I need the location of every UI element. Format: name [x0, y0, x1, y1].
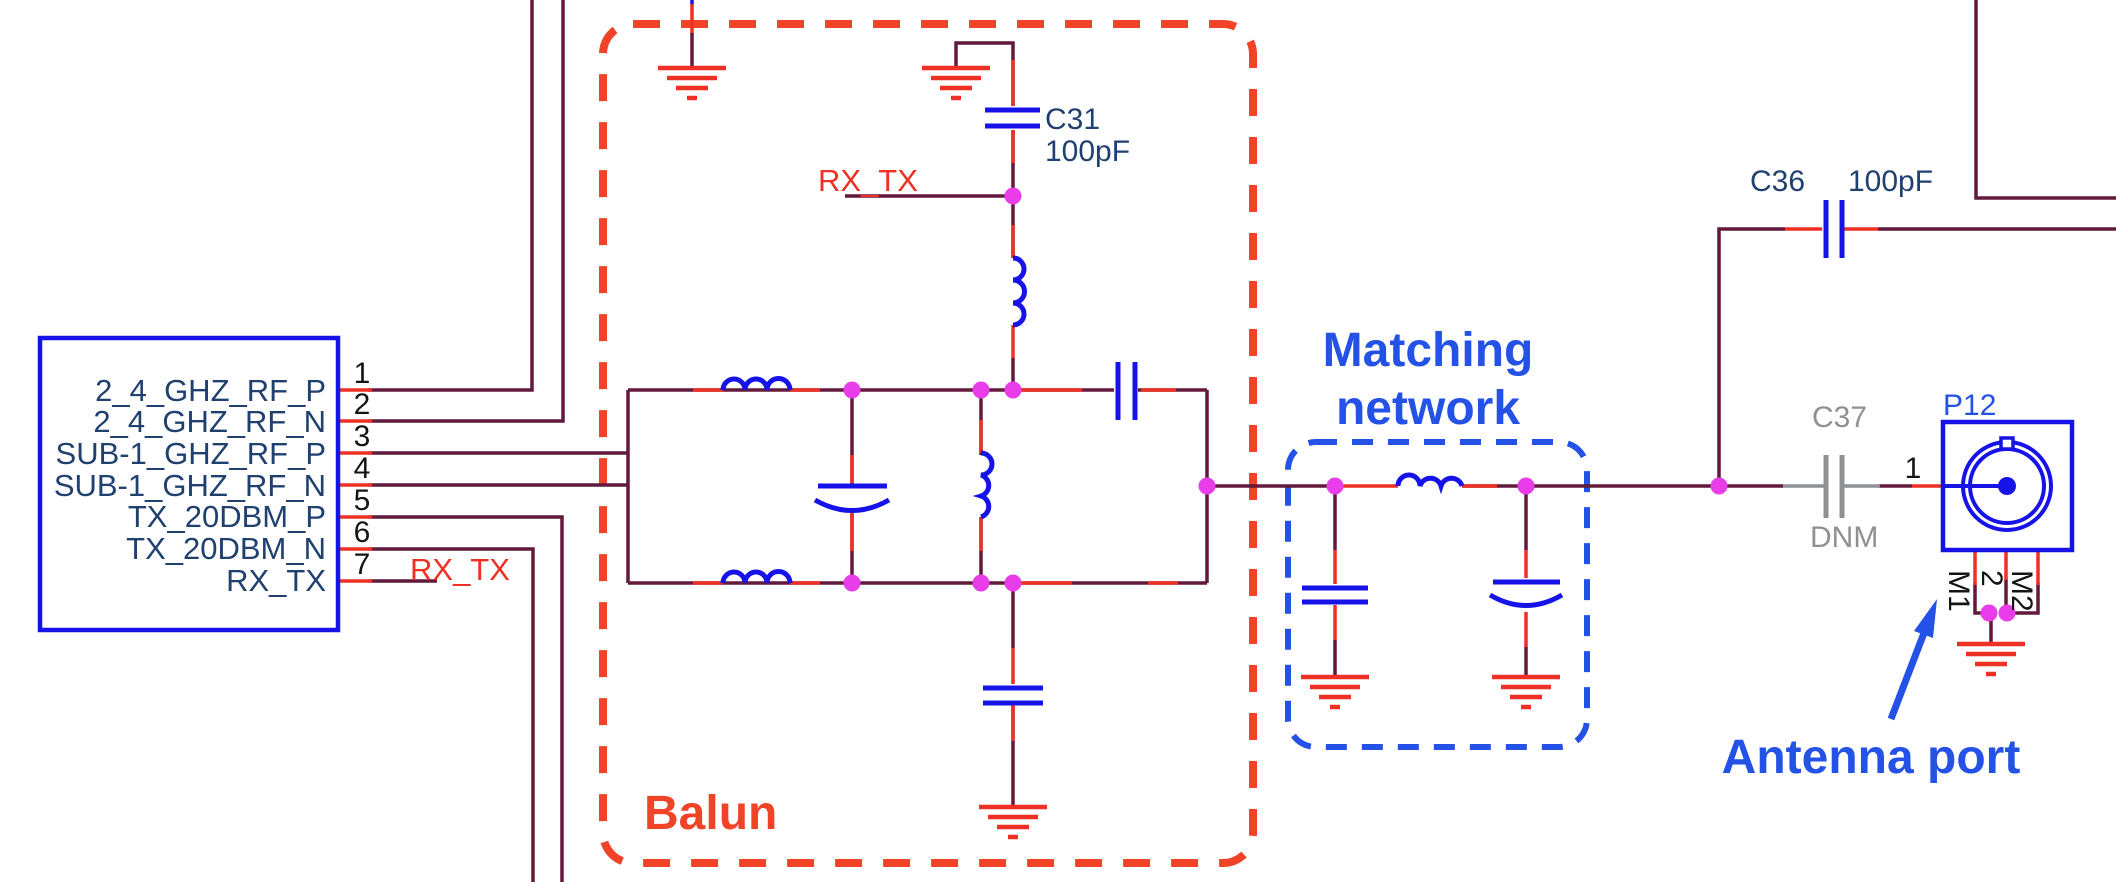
- ic-pin-number-5: 5: [354, 484, 371, 517]
- ic-pin-number-6: 6: [354, 516, 371, 549]
- ic-pin-number-4: 4: [354, 452, 371, 485]
- coax-center-pin-icon: [1998, 477, 2016, 495]
- ground-c31-icon: [922, 68, 990, 98]
- p12-pad-2-label: 2: [1975, 570, 2008, 587]
- inductor-top-branch: [1012, 255, 1027, 328]
- inductor-balun-top: [720, 376, 793, 391]
- inductor-balun-bottom: [720, 569, 793, 584]
- inductor-matching: [1395, 472, 1465, 495]
- c36-ref-label: C36: [1750, 165, 1805, 198]
- capacitor-matching-left: [1302, 585, 1368, 605]
- capacitor-balun-series: [1115, 362, 1138, 420]
- coax-key-notch-icon: [1999, 436, 2015, 451]
- matching-network-boundary-box: [1285, 439, 1590, 750]
- ic-pin-label-1: 2_4_GHZ_RF_P: [95, 373, 326, 408]
- p12-pad-m1-label: M1: [1942, 570, 1975, 612]
- antenna-port-callout: Antenna port: [1722, 731, 2021, 784]
- ic-pin-label-4: SUB-1_GHZ_RF_N: [54, 468, 326, 503]
- c31-ref-label: C31: [1045, 103, 1100, 136]
- antenna-port-arrow-icon: [1887, 599, 1937, 721]
- ground-balun-topleft-icon: [658, 68, 726, 98]
- ic-pin-number-3: 3: [354, 420, 371, 453]
- ground-balun-bottom-icon: [979, 807, 1047, 837]
- balun-boundary-box: [599, 20, 1257, 867]
- wire-pin6: [368, 547, 535, 882]
- c31-value-label: 100pF: [1045, 135, 1130, 168]
- ic-pin-label-7: RX_TX: [226, 563, 326, 598]
- ic-pin-label-3: SUB-1_GHZ_RF_P: [56, 436, 326, 471]
- capacitor-c37-dnm: [1823, 455, 1845, 518]
- ground-matching-left-icon: [1301, 677, 1369, 707]
- wire-pad-m2: [2010, 583, 2040, 615]
- capacitor-balun-shunt: [813, 483, 891, 513]
- ground-antenna-icon: [1957, 644, 2025, 674]
- ic-pin-number-2: 2: [354, 388, 371, 421]
- ic-pin-number-1: 1: [354, 357, 371, 390]
- p12-pin1-number: 1: [1905, 452, 1922, 485]
- p12-ref-label: P12: [1943, 389, 1996, 422]
- ic-pin-label-2: 2_4_GHZ_RF_N: [93, 404, 326, 439]
- capacitor-c31: [985, 107, 1040, 129]
- c37-ref-label: C37: [1812, 401, 1867, 434]
- terminal-segments: [338, 0, 2040, 741]
- components: [720, 107, 1845, 706]
- junction-dots: [843, 187, 2016, 622]
- matching-network-title-line1: Matching: [1323, 324, 1534, 377]
- ground-matching-right-icon: [1492, 677, 1560, 707]
- wire-pin2: [368, 0, 565, 423]
- wire-pin1: [368, 0, 534, 392]
- balun-title: Balun: [644, 787, 777, 840]
- p12-pad-m2-label: M2: [2005, 570, 2038, 612]
- labels: 2_4_GHZ_RF_P 2_4_GHZ_RF_N SUB-1_GHZ_RF_P…: [54, 103, 2038, 840]
- wire-pin5: [368, 515, 564, 882]
- net-label-rxtx-balun: RX_TX: [818, 163, 918, 198]
- capacitor-matching-right: [1488, 579, 1564, 608]
- ic-symbol-box: [37, 335, 341, 633]
- ic-pin-label-5: TX_20DBM_P: [128, 499, 326, 534]
- matching-network-title-line2: network: [1336, 382, 1520, 435]
- antenna-connector-p12: [1940, 419, 2075, 553]
- inductor-balun-shunt: [972, 450, 995, 520]
- capacitor-c36: [1823, 200, 1845, 258]
- wire-c36-riser: [1717, 227, 1785, 486]
- c36-value-label: 100pF: [1848, 165, 1933, 198]
- capacitor-balun-bottom: [983, 685, 1043, 706]
- ic-pin-label-6: TX_20DBM_N: [126, 531, 326, 566]
- c37-value-label: DNM: [1810, 521, 1878, 554]
- ic-pin-number-7: 7: [354, 548, 371, 581]
- wire-c31-to-ground: [954, 41, 1015, 106]
- net-label-rxtx-pin7: RX_TX: [410, 552, 510, 587]
- wire-top-right-corner: [1974, 0, 2116, 200]
